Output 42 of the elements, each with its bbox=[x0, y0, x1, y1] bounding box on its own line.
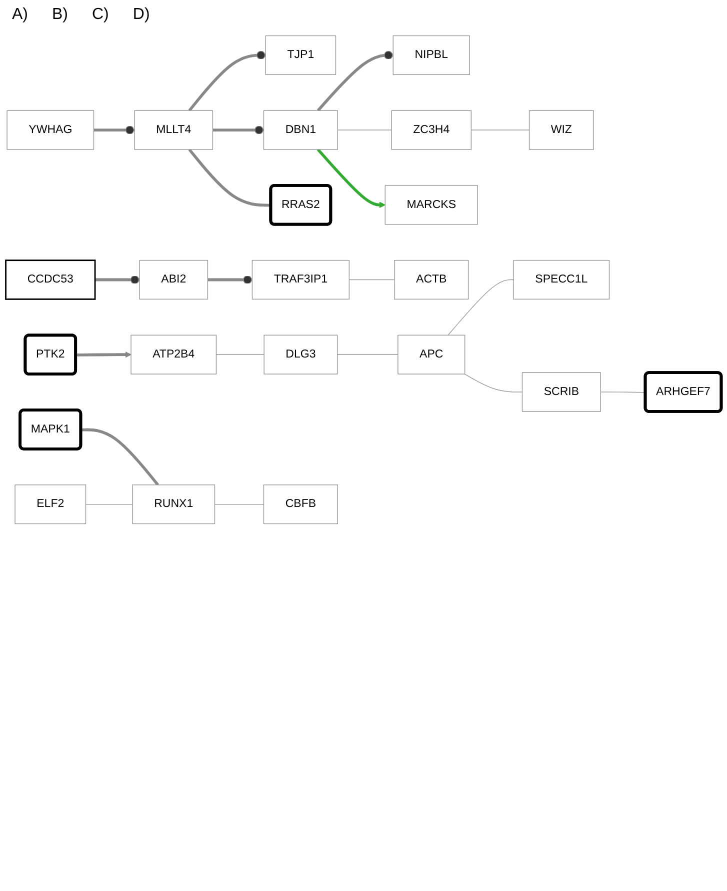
node-box: ATP2B4 bbox=[130, 334, 217, 374]
node-box: TJP1 bbox=[265, 35, 336, 75]
node-box: CCDC53 bbox=[5, 260, 96, 300]
connector bbox=[188, 50, 266, 112]
node-box: TRAF3IP1 bbox=[252, 260, 350, 300]
arrow bbox=[316, 148, 386, 208]
connector bbox=[336, 354, 398, 355]
node-box: YWHAG bbox=[6, 110, 94, 150]
connector bbox=[95, 275, 140, 284]
node-box: ACTB bbox=[394, 260, 469, 300]
node-box: ELF2 bbox=[14, 484, 86, 524]
connector bbox=[448, 279, 514, 336]
connector bbox=[316, 50, 394, 112]
connector bbox=[216, 354, 264, 355]
connector bbox=[214, 504, 264, 505]
node-box: WIZ bbox=[528, 110, 594, 150]
connector bbox=[464, 374, 523, 392]
panel-label: A) bbox=[12, 6, 28, 24]
node-box: ZC3H4 bbox=[391, 110, 472, 150]
node-box: SCRIB bbox=[522, 372, 601, 412]
connector bbox=[85, 504, 133, 505]
node-box: SPECC1L bbox=[513, 260, 610, 300]
node-box: MARCKS bbox=[384, 185, 478, 225]
connector bbox=[94, 126, 135, 134]
panel-label: C) bbox=[92, 6, 109, 24]
connector bbox=[188, 148, 272, 207]
connector bbox=[81, 428, 159, 486]
connector bbox=[212, 126, 264, 134]
node-box: ABI2 bbox=[139, 260, 208, 300]
node-box: DBN1 bbox=[263, 110, 338, 150]
panel-label: D) bbox=[132, 6, 150, 24]
arrow bbox=[76, 351, 132, 358]
panel-label: B) bbox=[52, 6, 68, 24]
connector bbox=[348, 279, 395, 280]
node-box: CBFB bbox=[263, 484, 338, 524]
node-box: MLLT4 bbox=[134, 110, 214, 150]
node-box: NIPBL bbox=[392, 35, 470, 75]
connector bbox=[600, 392, 646, 393]
node-box: RUNX1 bbox=[132, 484, 216, 524]
connector bbox=[208, 275, 252, 284]
node-box: APC bbox=[398, 334, 466, 374]
node-box: DLG3 bbox=[264, 334, 338, 374]
